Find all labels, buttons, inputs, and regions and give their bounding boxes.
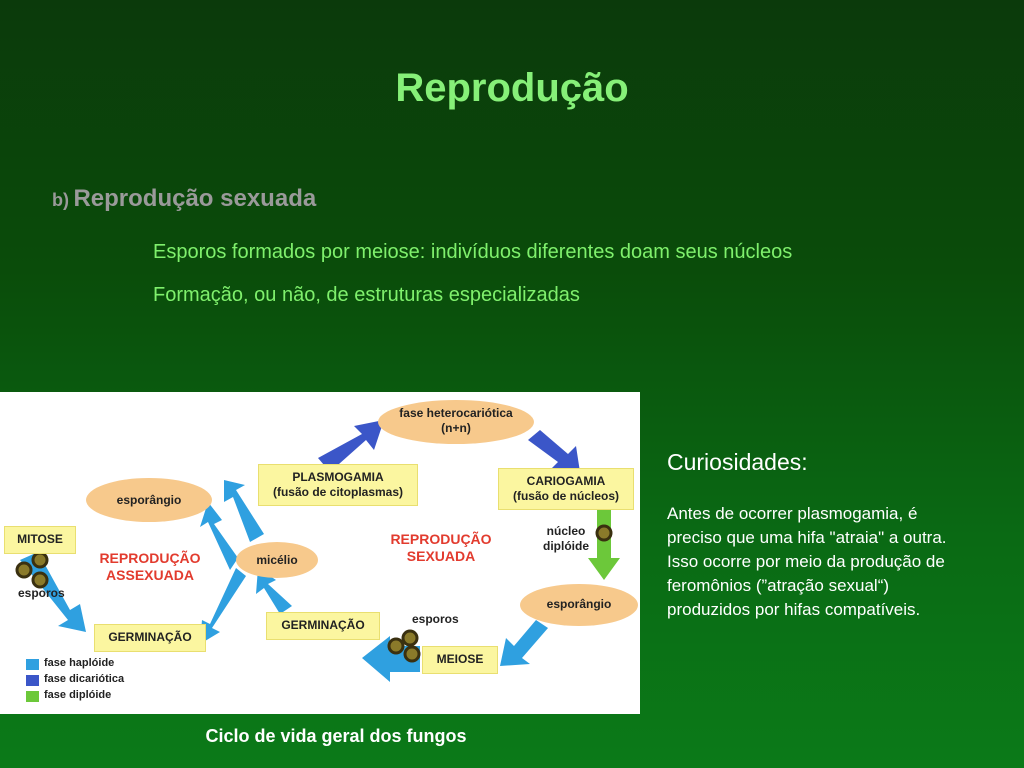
esporos-left-label: esporos — [18, 586, 65, 600]
subtitle-text: Reprodução sexuada — [73, 185, 317, 212]
bullet-2: Formação, ou não, de estruturas especial… — [153, 284, 580, 306]
spore — [401, 629, 419, 647]
micelio-label: micélio — [256, 553, 298, 567]
reproducao-sexuada-label: REPRODUÇÃO SEXUADA — [390, 531, 492, 564]
meiose-label: MEIOSE — [436, 652, 484, 666]
arrow-plasmogamia-to-heterocariotica — [318, 420, 384, 472]
germinacao-left-label: GERMINAÇÃO — [108, 630, 192, 644]
nucleo-diploide-label: núcleo diplóide — [543, 524, 589, 553]
esporangio-right-oval — [520, 584, 638, 626]
cariogamia-box — [498, 468, 634, 510]
mitose-box — [4, 526, 76, 554]
curiosidades-title: Curiosidades: — [667, 449, 808, 475]
spore — [31, 571, 49, 589]
curiosidades-body: Antes de ocorrer plasmogamia, é preciso … — [667, 502, 1012, 622]
diagram-arrows — [15, 420, 620, 682]
spore — [15, 561, 33, 579]
mitose-label: MITOSE — [17, 532, 63, 546]
spore — [403, 645, 421, 663]
legend-label-diploide: fase diplóide — [44, 689, 112, 701]
meiose-box — [422, 646, 498, 674]
arrow-micelio-to-germinacao-left — [200, 568, 246, 644]
spore — [387, 637, 405, 655]
legend-label-haploide: fase haplóide — [44, 657, 115, 669]
legend-label-dicariotica: fase dicariótica — [44, 673, 125, 685]
arrow-micelio-to-plasmogamia — [224, 480, 264, 542]
curiosidades-line: preciso que uma hifa "atraia" a outra. — [667, 528, 947, 547]
arrow-mitose-to-germinacao — [20, 552, 86, 632]
legend-swatch-dicariotica — [26, 675, 39, 686]
plasmogamia-box — [258, 464, 418, 506]
heterocariotica-oval — [378, 400, 534, 444]
esporangio-left-label: esporângio — [116, 493, 182, 507]
plasmogamia-label: PLASMOGAMIA (fusão de citoplasmas) — [272, 470, 404, 499]
reproducao-assexuada-label: REPRODUÇÃO ASSEXUADA — [99, 550, 201, 583]
legend-swatch-diploide — [26, 691, 39, 702]
curiosidades-line: Antes de ocorrer plasmogamia, é — [667, 504, 918, 523]
curiosidades-line: produzidos por hifas compatíveis. — [667, 600, 921, 619]
spore — [31, 551, 49, 569]
germinacao-left-box — [94, 624, 206, 652]
esporangio-right-label: esporângio — [546, 597, 612, 611]
esporos-right-label: esporos — [412, 612, 459, 626]
cariogamia-label: CARIOGAMIA (fusão de núcleos) — [512, 474, 619, 503]
curiosidades-line: feromônios (”atração sexual“) — [667, 576, 890, 595]
arrow-meiose-to-germinacao — [362, 636, 420, 682]
germinacao-mid-label: GERMINAÇÃO — [281, 618, 365, 632]
germinacao-mid-box — [266, 612, 380, 640]
esporangio-left-oval — [86, 478, 212, 522]
curiosidades-line: Isso ocorre por meio da produção de — [667, 552, 945, 571]
diploid-nucleus — [595, 524, 613, 542]
subtitle: b) Reprodução sexuada — [52, 185, 316, 213]
arrow-cariogamia-to-esporangio — [588, 510, 620, 580]
heterocariotica-label: fase heterocariótica (n+n) — [399, 406, 513, 435]
fungi-life-cycle-diagram: fase heterocariótica (n+n) esporângio mi… — [0, 392, 640, 714]
arrow-esporangio-to-meiose — [500, 620, 548, 666]
arrow-germinacao-to-micelio — [256, 568, 292, 614]
arrow-heterocariotica-to-cariogamia — [528, 430, 580, 472]
micelio-oval — [236, 542, 318, 578]
arrow-micelio-to-esporangio — [200, 502, 238, 570]
bullet-1: Esporos formados por meiose: indivíduos … — [153, 241, 793, 263]
diagram-caption: Ciclo de vida geral dos fungos — [205, 726, 467, 746]
legend-swatch-haploide — [26, 659, 39, 670]
subtitle-marker: b) — [52, 190, 69, 210]
slide-title: Reprodução — [395, 66, 629, 110]
